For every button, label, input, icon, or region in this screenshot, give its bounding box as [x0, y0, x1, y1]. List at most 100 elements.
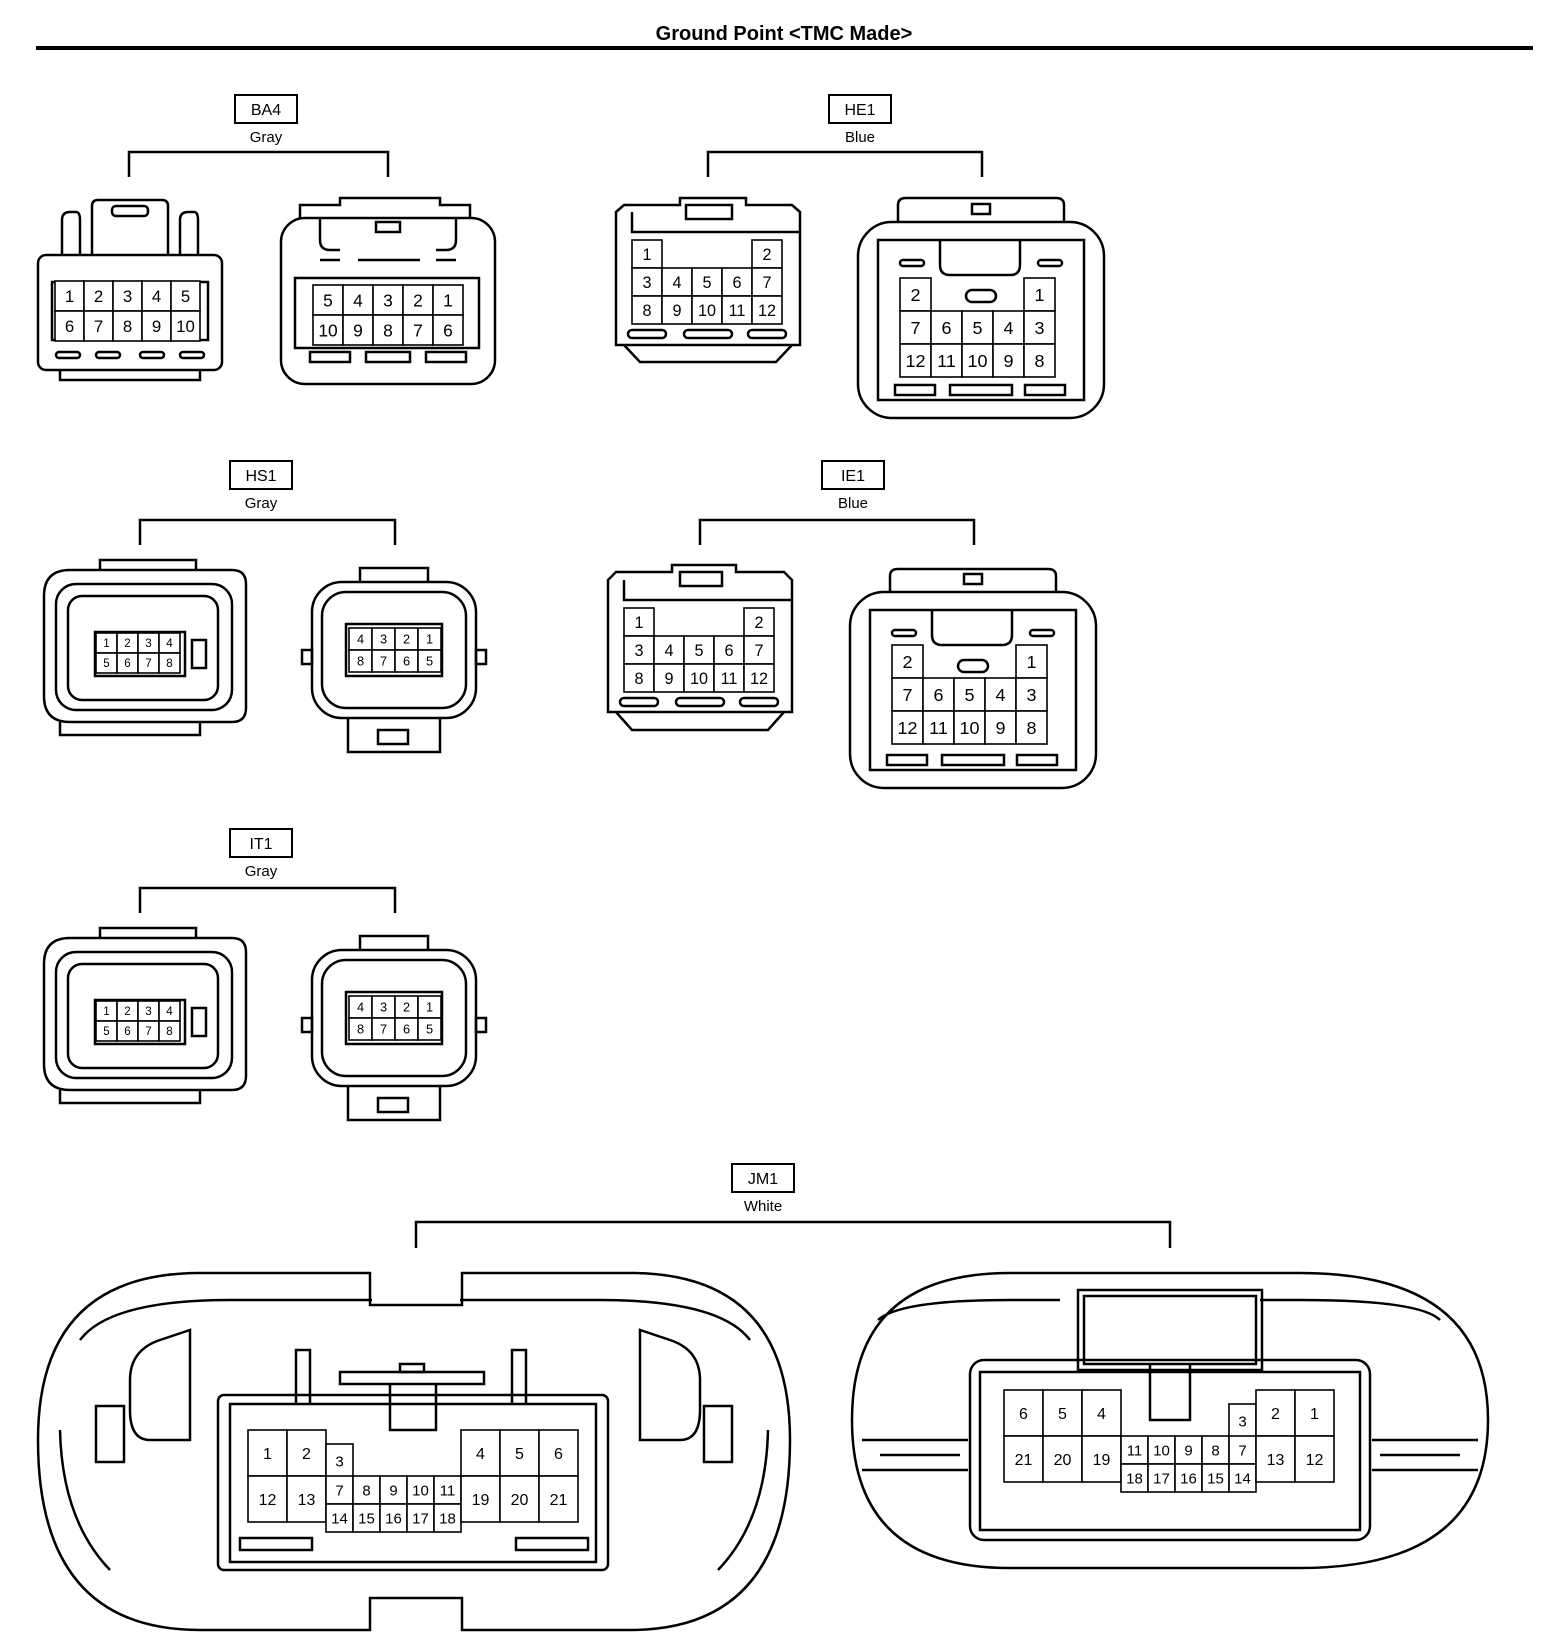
pin-cell [141, 310, 172, 342]
pin-number: 13 [1267, 1452, 1285, 1469]
connector-view-left [606, 563, 794, 732]
pin-number: 10 [412, 1482, 429, 1499]
pin-number: 7 [754, 642, 763, 660]
pin-number: 5 [103, 657, 109, 670]
pin-cell [112, 280, 143, 312]
pin-cell [984, 710, 1017, 745]
pair-bracket [127, 150, 390, 177]
connector-color: Blue [845, 129, 875, 146]
pin-number: 1 [634, 614, 643, 632]
pin-number: 1 [65, 287, 74, 306]
pin-number: 3 [145, 1005, 151, 1018]
pin-cell [961, 310, 994, 345]
connector-code-box [229, 460, 293, 490]
pin-number: 6 [724, 642, 733, 660]
connector-view-left [614, 196, 802, 364]
pin-number: 4 [353, 290, 363, 310]
pin-number: 19 [1093, 1452, 1111, 1469]
connector-code-box [828, 94, 892, 124]
pair-bracket [414, 1220, 1172, 1248]
pin-cell [1174, 1435, 1203, 1465]
connector-color: Gray [245, 863, 278, 880]
pin-number: 10 [690, 670, 708, 688]
pin-number: 2 [124, 637, 130, 650]
pin-number: 5 [323, 290, 333, 310]
pin-number: 2 [1271, 1406, 1280, 1423]
pin-number: 6 [65, 317, 74, 336]
pair-bracket [138, 886, 397, 913]
pin-cell [312, 284, 344, 316]
pin-number: 7 [903, 685, 913, 705]
pin-cell [984, 677, 1017, 712]
pin-cell [325, 1503, 354, 1533]
pin-number: 11 [729, 302, 746, 320]
pin-number: 7 [94, 317, 103, 336]
pin-number: 4 [672, 274, 681, 292]
pin-number: 7 [145, 1025, 151, 1038]
pin-number: 3 [123, 287, 132, 306]
pin-cell [538, 1475, 579, 1523]
pin-number: 8 [123, 317, 132, 336]
pin-number: 2 [762, 246, 771, 264]
pin-number: 1 [642, 246, 651, 264]
pin-number: 9 [389, 1482, 397, 1499]
connector-code-box [229, 828, 293, 858]
pin-number: 9 [1004, 351, 1014, 371]
pin-cell [653, 635, 685, 665]
pin-cell [751, 295, 783, 325]
pin-cell [1042, 1435, 1083, 1483]
pin-number: 15 [358, 1510, 375, 1527]
pin-cell [402, 314, 434, 346]
connector-color: White [744, 1198, 782, 1215]
connector-code-box [731, 1163, 795, 1193]
pin-number: 12 [758, 302, 776, 320]
pin-cell [286, 1429, 327, 1477]
connector-view-left [42, 558, 248, 737]
pin-number: 2 [94, 287, 103, 306]
pin-number: 3 [1027, 685, 1037, 705]
pin-cell [342, 284, 374, 316]
pin-cell [1174, 1463, 1203, 1493]
pin-cell [1294, 1389, 1335, 1437]
pin-number: 8 [1211, 1442, 1219, 1459]
pin-number: 20 [511, 1492, 529, 1509]
pin-cell [433, 1503, 462, 1533]
pin-cell [1228, 1435, 1257, 1465]
pin-cell [721, 267, 753, 297]
pin-number: 6 [942, 318, 952, 338]
pin-cell [417, 649, 442, 673]
pin-number: 15 [1207, 1470, 1224, 1487]
pin-number: 8 [362, 1482, 370, 1499]
pin-number: 3 [380, 1000, 387, 1015]
pin-number: 18 [439, 1510, 456, 1527]
pin-cell [891, 677, 924, 712]
connector-view-right [856, 196, 1106, 420]
pin-number: 14 [1234, 1470, 1251, 1487]
pin-number: 9 [664, 670, 673, 688]
pin-cell [691, 267, 723, 297]
pin-number: 18 [1126, 1470, 1143, 1487]
connector-code: JM1 [748, 1171, 778, 1188]
pin-cell [1015, 710, 1048, 745]
pin-number: 12 [259, 1492, 277, 1509]
pin-cell [499, 1429, 540, 1477]
pin-number: 17 [1153, 1470, 1170, 1487]
pin-number: 21 [1015, 1452, 1033, 1469]
pin-number: 10 [1153, 1442, 1170, 1459]
pin-number: 1 [426, 632, 433, 647]
pin-cell [1201, 1463, 1230, 1493]
pin-number: 16 [385, 1510, 402, 1527]
pin-cell [141, 280, 172, 312]
pin-number: 10 [698, 302, 716, 320]
connector-code: BA4 [251, 102, 281, 119]
pin-cell [992, 310, 1025, 345]
connector-view-right [848, 567, 1098, 790]
pin-number: 5 [965, 685, 975, 705]
